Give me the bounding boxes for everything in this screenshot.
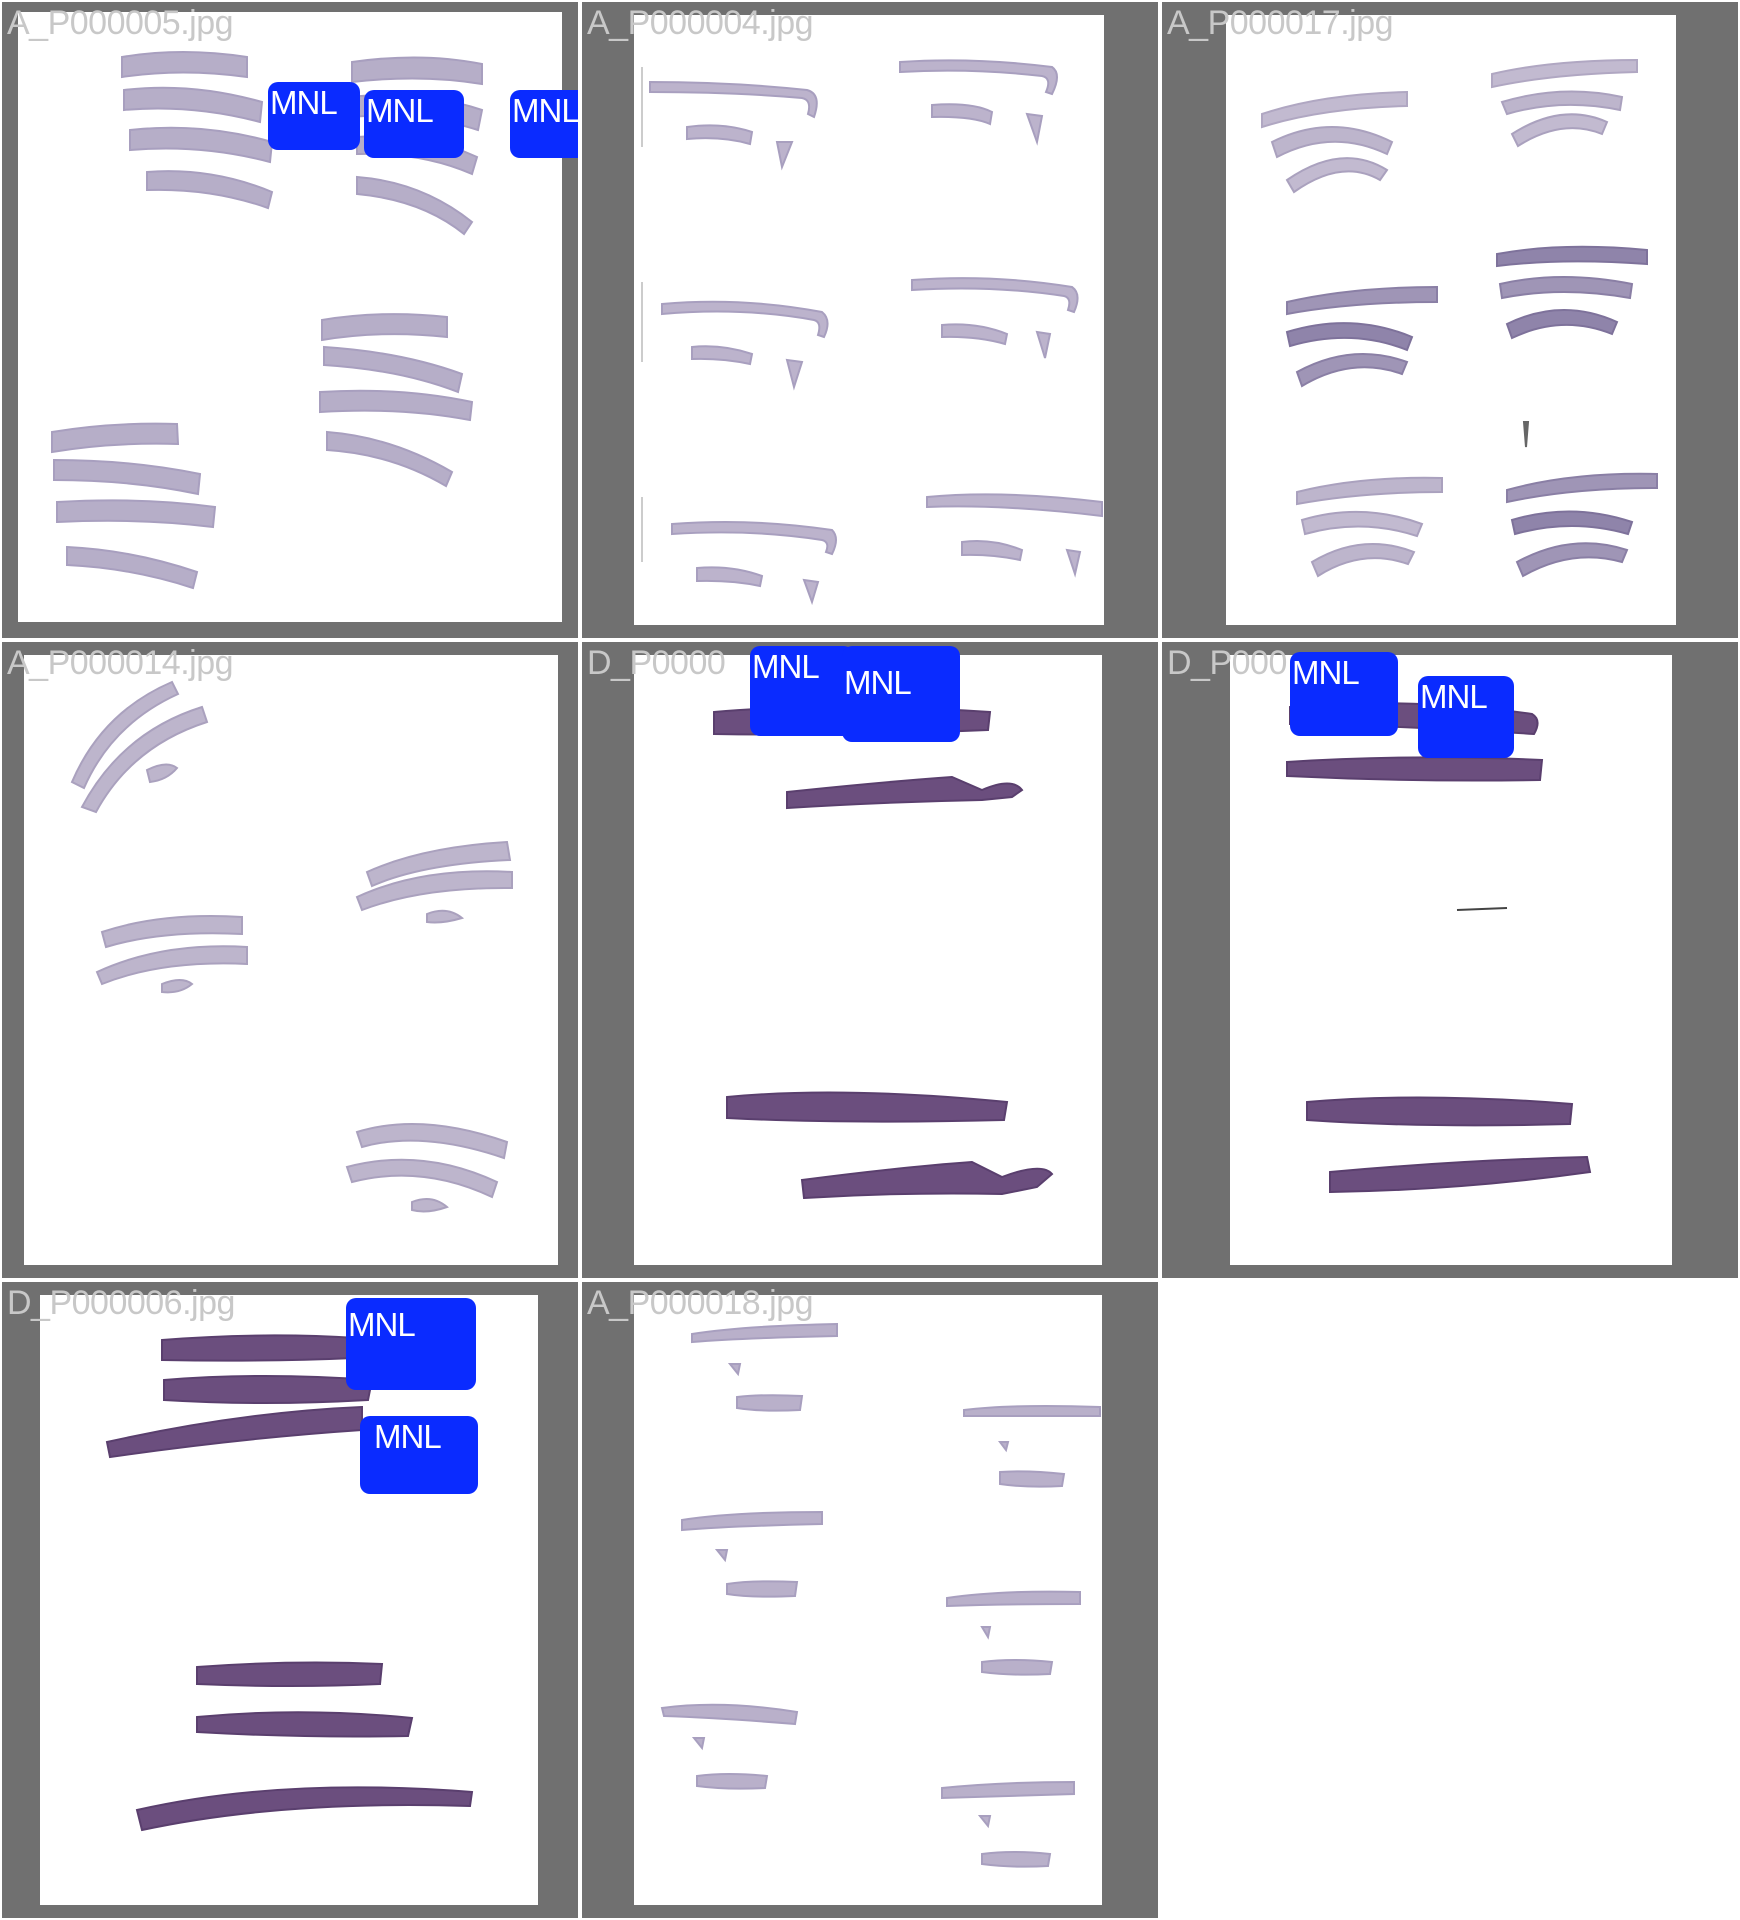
tile-a-p000004: A_P000004.jpg (582, 2, 1158, 638)
detection-label: MNL (348, 1306, 416, 1343)
detection-label: MNL (752, 648, 820, 685)
detection-label: MNL (366, 92, 434, 129)
tile-a-p000017: A_P000017.jpg (1162, 2, 1738, 638)
slide-image (634, 1295, 1102, 1905)
slide-image (1226, 15, 1676, 625)
tile-d-p000: D_P000 MNL MNL (1162, 642, 1738, 1278)
detection-box: MNL (1418, 676, 1514, 758)
tile-a-p000018: A_P000018.jpg (582, 1282, 1158, 1918)
detection-box: MNL (346, 1298, 476, 1390)
tile-d-p0000: D_P0000 MNL MNL (582, 642, 1158, 1278)
detection-label: MNL (374, 1418, 442, 1455)
slide-image (24, 655, 558, 1265)
slide-image (634, 15, 1104, 625)
detection-box: MNL (510, 90, 578, 158)
empty-grid-slot (1160, 1280, 1740, 1920)
detection-label: MNL (270, 84, 338, 121)
detection-box: MNL (360, 1416, 478, 1494)
detection-box: MNL (842, 646, 960, 742)
detection-box: MNL (268, 82, 360, 150)
detection-label: MNL (844, 664, 912, 701)
tile-a-p000014: A_P000014.jpg (2, 642, 578, 1278)
detection-label: MNL (512, 92, 578, 129)
detection-box: MNL (750, 646, 854, 736)
slide-image (40, 1295, 538, 1905)
tile-d-p000006: D_P000006.jpg MNL MNL (2, 1282, 578, 1918)
detection-box: MNL (1290, 652, 1398, 736)
slide-image (634, 655, 1102, 1265)
tile-a-p000005: A_P000005.jpg MNL MNL MNL (2, 2, 578, 638)
detection-label: MNL (1420, 678, 1488, 715)
detection-label: MNL (1292, 654, 1360, 691)
detection-box: MNL (364, 90, 464, 158)
